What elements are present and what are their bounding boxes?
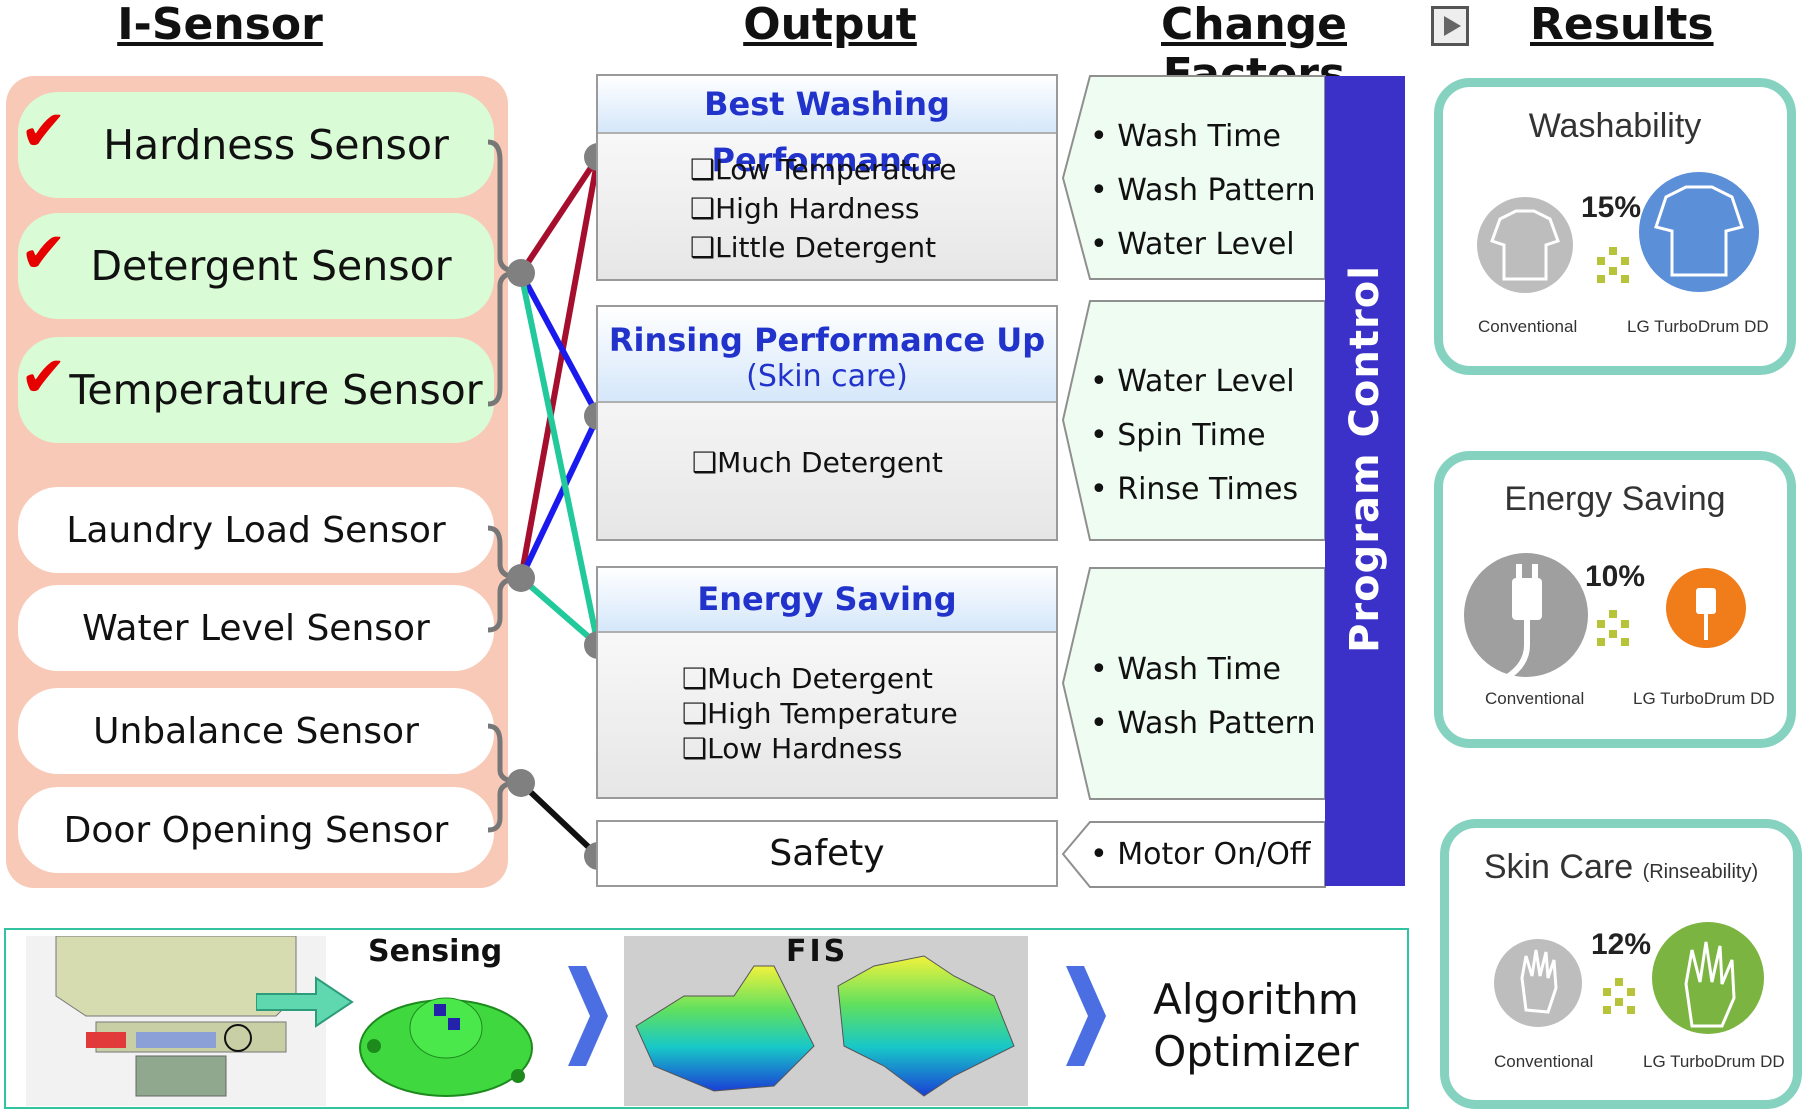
program-control-bar: [1325, 76, 1405, 886]
process-panel: Sensing FIS Algorithm Optimizer: [4, 928, 1409, 1109]
sensor-unbalance: Unbalance Sensor: [18, 688, 494, 774]
chevron-right-icon: [568, 966, 608, 1066]
check-icon: ✔: [20, 221, 67, 286]
check-icon: ✔: [20, 345, 67, 410]
sensing-label: Sensing: [368, 934, 503, 969]
line-top-to-energy: [518, 272, 601, 646]
result-percent: 12%: [1591, 928, 1652, 961]
result-title-row: Skin Care (Rinseability): [1449, 848, 1793, 887]
change-factor-group-1: Wash Time Wash Pattern Water Level: [1090, 110, 1325, 272]
change-factor-group-3: Wash Time Wash Pattern: [1090, 643, 1325, 751]
result-title: Skin Care: [1483, 848, 1634, 886]
result-washability: Washability 15% Conventional LG TurboDru…: [1434, 78, 1796, 375]
line-bottom-to-safety: [518, 780, 601, 859]
output-item: Low Temperature: [690, 150, 1056, 189]
plug-icon: [1464, 553, 1746, 681]
node-mid: [507, 564, 535, 592]
result-caption-left: Conventional: [1494, 1052, 1594, 1071]
output-item: Much Detergent: [682, 661, 1056, 696]
result-caption-left: Conventional: [1485, 689, 1585, 708]
output-title: Rinsing Performance Up: [608, 321, 1046, 359]
result-title-small: (Rinseability): [1642, 861, 1759, 883]
result-caption-right: LG TurboDrum DD: [1643, 1052, 1785, 1071]
change-factor-group-2: Water Level Spin Time Rinse Times: [1090, 355, 1325, 517]
output-list: Low Temperature High Hardness Little Det…: [690, 150, 1056, 267]
header-results: Results: [1530, 0, 1714, 50]
output-title: Safety: [769, 833, 885, 874]
line-mid-to-energy: [519, 575, 600, 648]
line-mid-to-rinsing: [518, 414, 601, 580]
output-list: Much Detergent High Temperature Low Hard…: [682, 661, 1056, 766]
result-percent: 15%: [1581, 191, 1642, 224]
shirt-icon: [1477, 172, 1759, 293]
sensor-label: Door Opening Sensor: [63, 809, 449, 851]
output-title-block: Rinsing Performance Up (Skin care): [598, 307, 1056, 403]
change-factor-item: Water Level: [1090, 355, 1325, 409]
output-subtitle: (Skin care): [746, 359, 908, 394]
play-icon[interactable]: [1431, 6, 1469, 46]
output-rinsing: Rinsing Performance Up (Skin care) Much …: [596, 305, 1058, 541]
sensor-water-level: Water Level Sensor: [18, 585, 494, 671]
change-factor-item: Wash Time: [1090, 110, 1325, 164]
line-top-to-rinsing: [518, 271, 601, 418]
line-mid-to-washing: [518, 156, 601, 579]
result-caption-right: LG TurboDrum DD: [1633, 689, 1775, 708]
result-title: Washability: [1528, 107, 1702, 145]
output-safety: Safety: [596, 820, 1058, 887]
result-energy-saving: Energy Saving 10% Conventional LG TurboD…: [1434, 451, 1796, 748]
sensor-label: Detergent Sensor: [90, 242, 452, 290]
output-best-washing: Best Washing Performance Low Temperature…: [596, 74, 1058, 281]
change-factor-group-4: Motor On/Off: [1090, 834, 1325, 876]
sensor-label: Laundry Load Sensor: [66, 509, 446, 551]
node-top: [507, 259, 535, 287]
output-energy: Energy Saving Much Detergent High Temper…: [596, 566, 1058, 799]
program-control-label: Program Control: [1342, 265, 1388, 653]
fis-label: FIS: [786, 934, 849, 969]
arrow-icon: [256, 976, 354, 1028]
fis-surface-plots: [624, 936, 1028, 1106]
output-list: Much Detergent: [692, 443, 1056, 482]
result-title: Energy Saving: [1504, 480, 1726, 518]
sensor-assembly-image: [26, 936, 326, 1106]
sensor-detergent: Detergent Sensor: [18, 213, 494, 319]
result-caption-left: Conventional: [1478, 317, 1578, 336]
sensor-label: Temperature Sensor: [69, 366, 483, 414]
output-item: Low Hardness: [682, 731, 1056, 766]
sensor-part-image: [359, 997, 533, 1097]
output-item: High Temperature: [682, 696, 1056, 731]
algorithm-optimizer-label: Algorithm Optimizer: [1126, 974, 1386, 1078]
sensor-hardness: Hardness Sensor: [18, 92, 494, 198]
output-item: High Hardness: [690, 189, 1056, 228]
sensor-label: Unbalance Sensor: [93, 710, 419, 752]
output-item: Much Detergent: [692, 443, 1056, 482]
result-skin-care: Skin Care (Rinseability) 12% Conventiona…: [1440, 819, 1802, 1109]
header-isensor: I-Sensor: [117, 0, 323, 50]
sensor-door-opening: Door Opening Sensor: [18, 787, 494, 873]
hand-icon: [1494, 922, 1764, 1034]
chevron-right-icon: [1066, 966, 1106, 1066]
sensor-label: Hardness Sensor: [103, 121, 449, 169]
result-caption-right: LG TurboDrum DD: [1627, 317, 1769, 336]
change-factor-item: Wash Pattern: [1090, 164, 1325, 218]
sensor-temperature: Temperature Sensor: [18, 337, 494, 443]
change-factor-item: Rinse Times: [1090, 463, 1325, 517]
sensor-laundry-load: Laundry Load Sensor: [18, 487, 494, 573]
sensor-label: Water Level Sensor: [82, 607, 430, 649]
change-factor-item: Wash Time: [1090, 643, 1325, 697]
optimizer-line-2: Optimizer: [1153, 1027, 1359, 1076]
result-percent: 10%: [1585, 560, 1646, 593]
output-title: Energy Saving: [598, 568, 1056, 633]
header-output: Output: [743, 0, 917, 50]
change-factor-item: Spin Time: [1090, 409, 1325, 463]
change-factor-item: Water Level: [1090, 218, 1325, 272]
output-item: Little Detergent: [690, 228, 1056, 267]
check-icon: ✔: [20, 99, 67, 164]
node-bottom: [507, 769, 535, 797]
change-factor-item: Motor On/Off: [1090, 834, 1325, 876]
line-top-to-washing: [518, 155, 601, 275]
change-factor-item: Wash Pattern: [1090, 697, 1325, 751]
optimizer-line-1: Algorithm: [1153, 975, 1359, 1024]
